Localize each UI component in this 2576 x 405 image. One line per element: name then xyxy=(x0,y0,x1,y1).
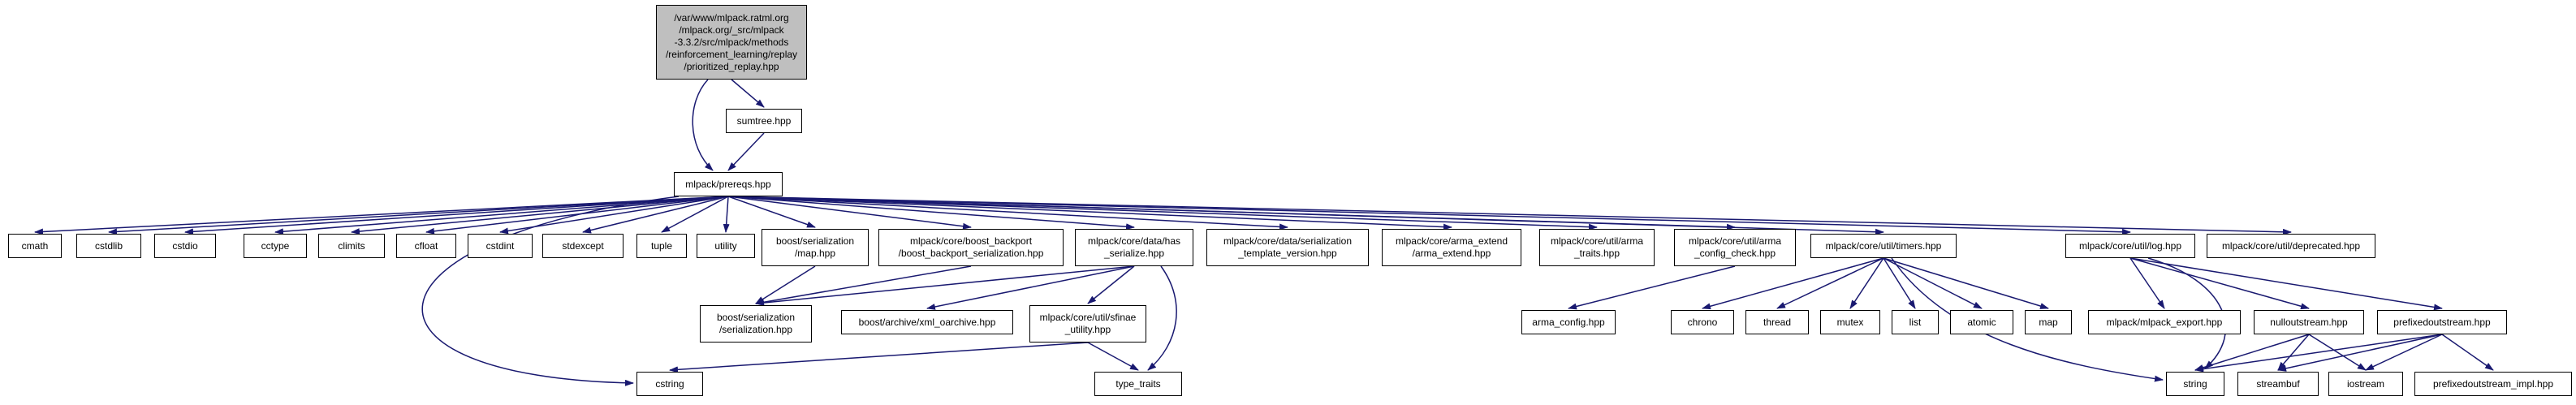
node-timers[interactable]: mlpack/core/util/timers.hpp xyxy=(1810,234,1957,258)
edge-boost_ser_map-boost_ser_serialization xyxy=(755,265,816,304)
edge-prereqs-deprecated xyxy=(727,196,2292,235)
node-type_traits[interactable]: type_traits xyxy=(1094,372,1182,396)
edge-prereqs-cstring xyxy=(421,196,680,386)
edge-log-mlpack_export xyxy=(2129,257,2165,309)
node-mutex[interactable]: mutex xyxy=(1820,310,1880,334)
node-string[interactable]: string xyxy=(2166,372,2224,396)
node-sfinae[interactable]: mlpack/core/util/sfinae _utility.hpp xyxy=(1029,305,1146,343)
edge-boost_backport-boost_ser_serialization xyxy=(755,265,972,306)
node-boost_ser_map[interactable]: boost/serialization /map.hpp xyxy=(762,229,869,266)
node-cfloat[interactable]: cfloat xyxy=(396,234,456,258)
edge-sumtree-prereqs xyxy=(727,132,765,171)
node-streambuf[interactable]: streambuf xyxy=(2237,372,2319,396)
edge-prereqs-timers xyxy=(727,196,1884,235)
node-list[interactable]: list xyxy=(1892,310,1939,334)
edge-timers-std_map xyxy=(1883,257,2049,309)
edge-nulloutstream-string xyxy=(2194,334,2310,371)
node-impl[interactable]: prefixedoutstream_impl.hpp xyxy=(2414,372,2572,396)
node-boost_ser_serialization[interactable]: boost/serialization /serialization.hpp xyxy=(700,305,812,343)
node-cstring[interactable]: cstring xyxy=(636,372,703,396)
node-sumtree[interactable]: sumtree.hpp xyxy=(726,109,802,133)
edge-timers-thread xyxy=(1776,257,1884,309)
edge-log-string xyxy=(2147,257,2227,369)
node-log[interactable]: mlpack/core/util/log.hpp xyxy=(2065,234,2195,258)
node-thread[interactable]: thread xyxy=(1745,310,1809,334)
edge-prereqs-cstdlib xyxy=(108,196,729,235)
edge-has_serialize-xml_oarchive xyxy=(926,265,1135,310)
edge-arma_config_check-arma_config xyxy=(1568,265,1736,310)
edge-sfinae-type_traits xyxy=(1087,342,1139,371)
node-mlpack_export[interactable]: mlpack/mlpack_export.hpp xyxy=(2088,310,2241,334)
node-main: /var/www/mlpack.ratml.org /mlpack.org/_s… xyxy=(656,5,807,80)
edge-prefixedoutstream-impl xyxy=(2441,334,2494,371)
node-arma_traits[interactable]: mlpack/core/util/arma _traits.hpp xyxy=(1539,229,1655,266)
node-has_serialize[interactable]: mlpack/core/data/has _serialize.hpp xyxy=(1075,229,1193,266)
edge-prereqs-log xyxy=(727,196,2131,235)
edge-prereqs-stdexcept xyxy=(582,196,729,234)
edge-log-nulloutstream xyxy=(2129,257,2310,310)
edge-timers-atomic xyxy=(1883,257,1983,309)
node-cstdio[interactable]: cstdio xyxy=(154,234,216,258)
node-atomic[interactable]: atomic xyxy=(1950,310,2013,334)
edge-nulloutstream-iostream xyxy=(2308,334,2367,371)
edge-prereqs-tuple xyxy=(661,196,729,233)
edge-prereqs-boost_backport xyxy=(727,196,972,230)
edge-prereqs-ser_tmpl_version xyxy=(727,196,1288,231)
edge-prereqs-climits xyxy=(351,196,729,235)
node-cstdlib[interactable]: cstdlib xyxy=(76,234,141,258)
node-arma_extend[interactable]: mlpack/core/arma_extend /arma_extend.hpp xyxy=(1382,229,1521,266)
edge-has_serialize-sfinae xyxy=(1087,265,1135,304)
node-iostream[interactable]: iostream xyxy=(2328,372,2403,396)
edge-prereqs-has_serialize xyxy=(727,196,1135,231)
node-cmath[interactable]: cmath xyxy=(8,234,62,258)
node-prereqs[interactable]: mlpack/prereqs.hpp xyxy=(674,172,783,196)
edge-prereqs-cctype xyxy=(274,196,729,235)
edge-timers-chrono xyxy=(1702,257,1884,310)
edge-prefixedoutstream-streambuf xyxy=(2277,334,2443,372)
edge-prereqs-arma_extend xyxy=(727,196,1452,231)
edge-timers-string xyxy=(1891,257,2164,382)
edge-prefixedoutstream-string xyxy=(2194,334,2443,373)
node-arma_config[interactable]: arma_config.hpp xyxy=(1521,310,1616,334)
edge-prereqs-cstdio xyxy=(184,196,729,235)
edge-prereqs-utility xyxy=(723,196,730,233)
node-std_map[interactable]: map xyxy=(2025,310,2072,334)
edge-has_serialize-boost_ser_serialization xyxy=(755,265,1135,306)
node-utility[interactable]: utility xyxy=(697,234,755,258)
node-cctype[interactable]: cctype xyxy=(244,234,307,258)
edge-log-prefixedoutstream xyxy=(2129,257,2443,311)
edge-prereqs-arma_traits xyxy=(727,196,1598,231)
node-climits[interactable]: climits xyxy=(318,234,385,258)
edge-prereqs-cstdint xyxy=(499,196,729,235)
edge-sfinae-cstring xyxy=(669,342,1089,373)
node-xml_oarchive[interactable]: boost/archive/xml_oarchive.hpp xyxy=(841,310,1013,334)
node-nulloutstream[interactable]: nulloutstream.hpp xyxy=(2254,310,2364,334)
node-deprecated[interactable]: mlpack/core/util/deprecated.hpp xyxy=(2207,234,2375,258)
edge-prefixedoutstream-iostream xyxy=(2365,334,2443,371)
edge-timers-list xyxy=(1883,257,1916,309)
node-ser_tmpl_version[interactable]: mlpack/core/data/serialization _template… xyxy=(1206,229,1369,266)
node-stdexcept[interactable]: stdexcept xyxy=(542,234,624,258)
edge-nulloutstream-streambuf xyxy=(2277,334,2310,371)
edge-main-prereqs xyxy=(692,79,714,171)
node-prefixedoutstream[interactable]: prefixedoutstream.hpp xyxy=(2377,310,2507,334)
node-arma_config_check[interactable]: mlpack/core/util/arma _config_check.hpp xyxy=(1674,229,1796,266)
edge-prereqs-cmath xyxy=(34,196,729,235)
node-boost_backport[interactable]: mlpack/core/boost_backport /boost_backpo… xyxy=(878,229,1064,266)
node-cstdint[interactable]: cstdint xyxy=(468,234,533,258)
node-chrono[interactable]: chrono xyxy=(1671,310,1734,334)
edge-main-sumtree xyxy=(731,79,765,108)
node-tuple[interactable]: tuple xyxy=(636,234,687,258)
edge-has_serialize-type_traits xyxy=(1147,265,1177,371)
edge-prereqs-boost_ser_map xyxy=(727,196,816,228)
edge-timers-mutex xyxy=(1849,257,1884,309)
